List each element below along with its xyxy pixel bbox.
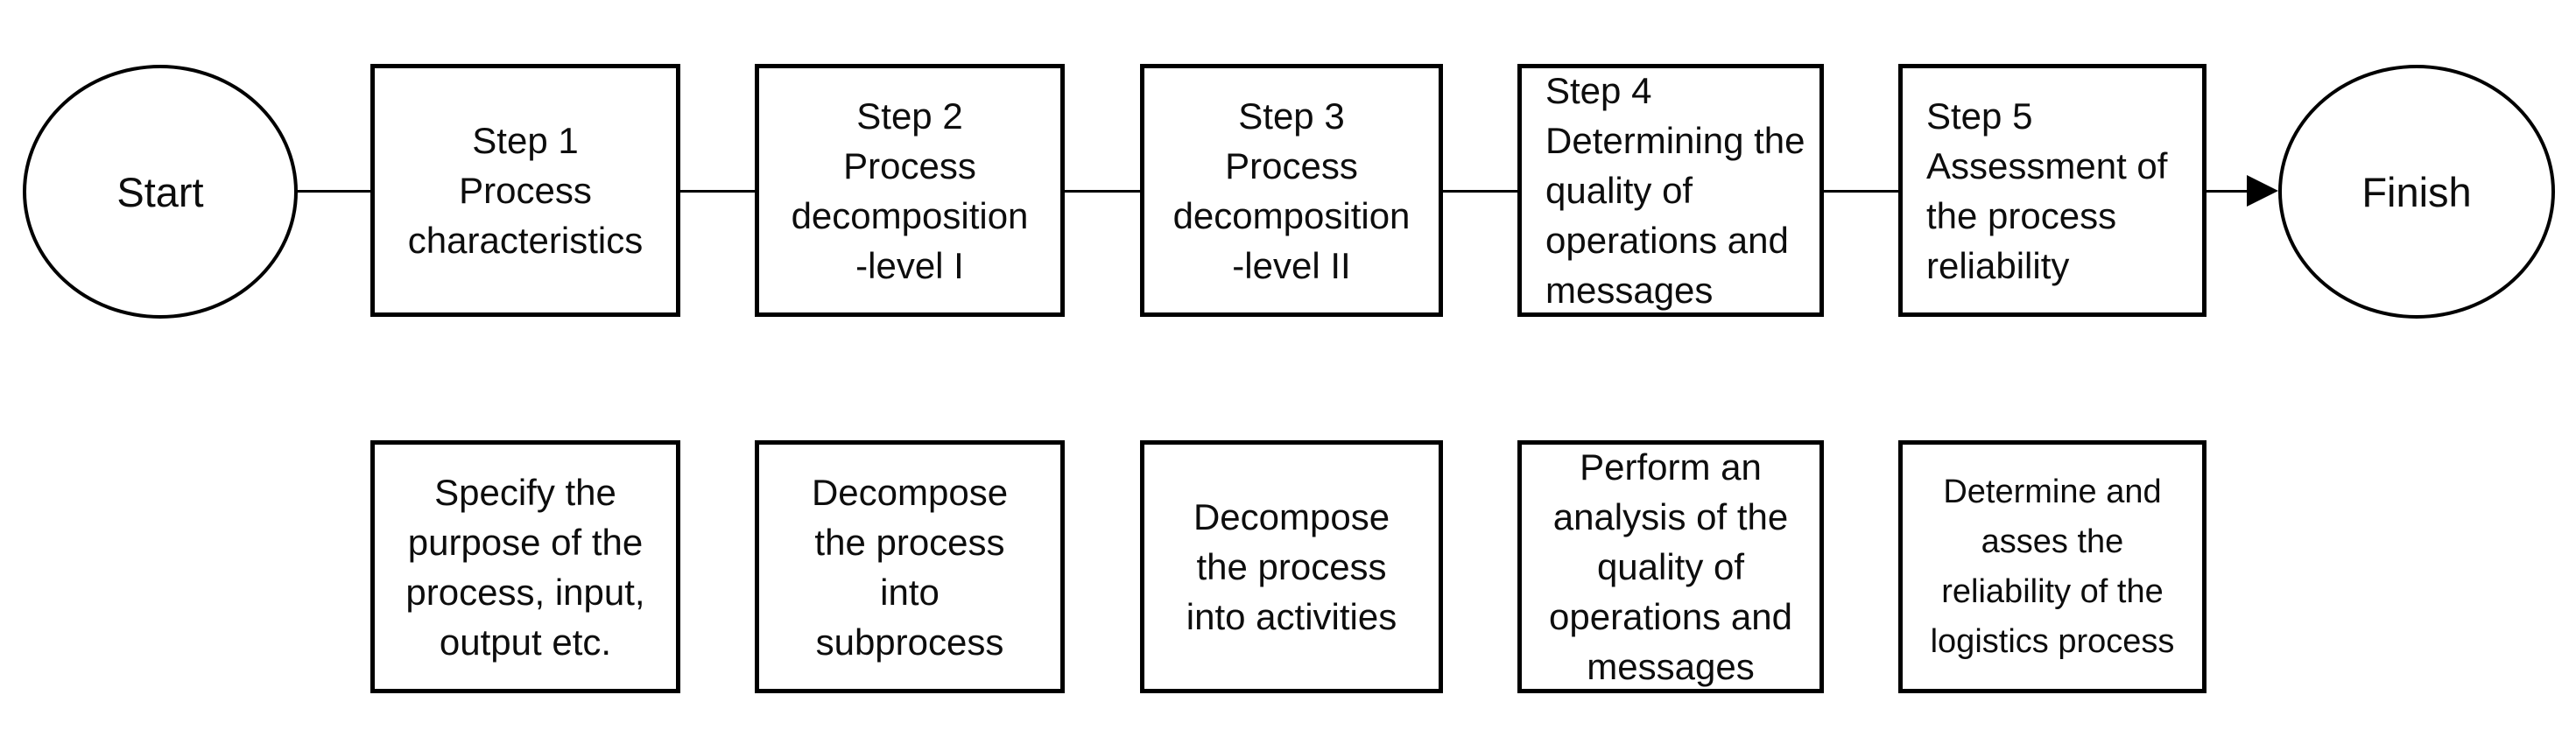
- text-line: Specify the: [434, 471, 616, 513]
- description-box-2: Decompose the process into subprocess: [755, 440, 1065, 693]
- description-box-5: Determine and asses the reliability of the…: [1898, 440, 2206, 693]
- start-node-label: Start: [116, 168, 204, 215]
- description-box-3: Decompose the process into activities: [1140, 440, 1443, 693]
- text-line: the process: [1926, 194, 2117, 236]
- step-box-4: Step 4 Determining the quality of operation…: [1517, 64, 1824, 317]
- text-line: Step 5: [1926, 95, 2033, 137]
- text-line: Decompose: [1193, 496, 1390, 537]
- text-line: operations and: [1549, 596, 1792, 637]
- step-box-5-text: Step 5 Assessment of the process reliabilit…: [1926, 91, 2167, 291]
- step-box-3: Step 3 Process decomposition -level II: [1140, 64, 1443, 317]
- connector-step4-step5: [1822, 190, 1899, 193]
- text-line: Perform an: [1580, 446, 1762, 488]
- description-box-2-text: Decompose the process into subprocess: [812, 467, 1008, 667]
- description-box-3-text: Decompose the process into activities: [1186, 492, 1397, 642]
- text-line: -level I: [855, 244, 964, 286]
- text-line: reliability of the: [1941, 572, 2164, 610]
- text-line: into: [880, 571, 940, 613]
- finish-node: Finish: [2278, 65, 2555, 319]
- step-box-1-text: Step 1 Process characteristics: [408, 116, 643, 265]
- text-line: quality of: [1545, 170, 1693, 211]
- step-box-2: Step 2 Process decomposition -level I: [755, 64, 1065, 317]
- text-line: reliability: [1926, 244, 2070, 286]
- connector-start-step1: [296, 190, 371, 193]
- text-line: Process: [1225, 144, 1358, 186]
- text-line: the process: [814, 521, 1005, 563]
- text-line: decomposition: [1172, 194, 1411, 236]
- step-box-1: Step 1 Process characteristics: [370, 64, 680, 317]
- text-line: decomposition: [791, 194, 1029, 236]
- text-line: Assessment of: [1926, 144, 2168, 186]
- connector-step5-finish: [2205, 190, 2249, 193]
- description-box-1: Specify the purpose of the process, input,…: [370, 440, 680, 693]
- step-box-5: Step 5 Assessment of the process reliabilit…: [1898, 64, 2206, 317]
- text-line: messages: [1587, 646, 1755, 687]
- text-line: -level II: [1232, 244, 1351, 286]
- description-box-4: Perform an analysis of the quality of opera…: [1517, 440, 1824, 693]
- step-box-2-text: Step 2 Process decomposition -level I: [792, 91, 1029, 291]
- step-box-3-text: Step 3 Process decomposition -level II: [1173, 91, 1411, 291]
- text-line: into activities: [1186, 596, 1397, 637]
- connector-step1-step2: [679, 190, 756, 193]
- description-box-5-text: Determine and asses the reliability of the…: [1931, 467, 2175, 667]
- text-line: output etc.: [439, 621, 612, 663]
- finish-node-label: Finish: [2361, 168, 2472, 215]
- text-line: analysis of the: [1552, 496, 1789, 537]
- text-line: subprocess: [815, 621, 1004, 663]
- text-line: Process: [843, 144, 976, 186]
- text-line: Determining the: [1545, 120, 1805, 161]
- description-box-4-text: Perform an analysis of the quality of opera…: [1549, 442, 1792, 691]
- text-line: logistics process: [1930, 622, 2175, 660]
- text-line: the process: [1196, 546, 1387, 587]
- connector-step2-step3: [1063, 190, 1141, 193]
- text-line: Step 3: [1238, 95, 1345, 137]
- text-line: process, input,: [405, 571, 645, 613]
- text-line: operations and: [1545, 220, 1789, 261]
- text-line: Step 1: [472, 120, 579, 161]
- arrow-head-icon: [2247, 175, 2278, 207]
- step-box-4-text: Step 4 Determining the quality of operation…: [1545, 66, 1805, 315]
- description-box-1-text: Specify the purpose of the process, input,…: [405, 467, 644, 667]
- connector-step3-step4: [1441, 190, 1518, 193]
- text-line: Step 4: [1545, 70, 1652, 111]
- text-line: messages: [1545, 270, 1714, 311]
- text-line: Decompose: [811, 471, 1009, 513]
- start-node: Start: [23, 65, 298, 319]
- text-line: Determine and: [1943, 473, 2162, 510]
- text-line: purpose of the: [407, 521, 644, 563]
- text-line: asses the: [1981, 523, 2124, 560]
- text-line: Process: [459, 170, 592, 211]
- text-line: quality of: [1596, 546, 1745, 587]
- text-line: characteristics: [407, 220, 644, 261]
- text-line: Step 2: [856, 95, 963, 137]
